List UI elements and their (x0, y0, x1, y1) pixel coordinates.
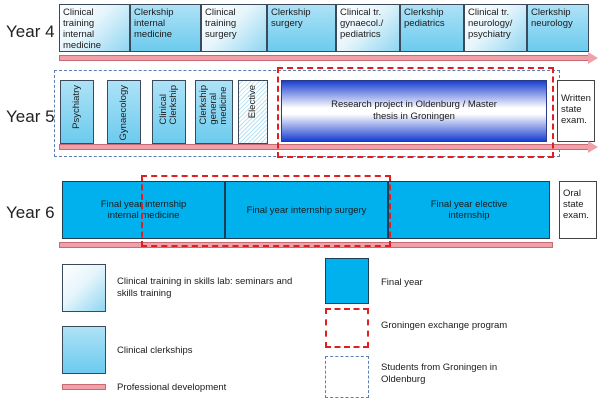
arrow-right-icon (588, 141, 598, 153)
clinical-training-internal-medicine: Clinical training internal medicine (59, 4, 130, 52)
year5-label: Year 5 (6, 107, 55, 126)
clerkship-surgery: Clerkship surgery (267, 4, 336, 52)
clinical-training-neurology-psychiatry: Clinical tr. neurology/ psychiatry (464, 4, 527, 52)
year4-label: Year 4 (6, 22, 55, 41)
final-year-surgery: Final year internship surgery (225, 181, 388, 239)
legend-training-label: Clinical training in skills lab: seminar… (117, 276, 293, 299)
final-year-internal-medicine-label: Final year internship internal medicine (100, 199, 187, 221)
legend-professional-swatch (62, 384, 106, 390)
clerkship-psychiatry: Psychiatry (60, 80, 94, 144)
clinical-training-surgery: Clinical training surgery (201, 4, 267, 52)
clerkship-pediatrics: Clerkship pediatrics (400, 4, 464, 52)
groningen-exchange-region-year5 (277, 67, 554, 158)
final-year-elective: Final year elective internship (388, 181, 550, 239)
legend-final-year-label: Final year (381, 277, 423, 288)
groningen-exchange-region-year6 (141, 175, 391, 247)
arrow-right-icon (588, 52, 598, 64)
legend-students-swatch (325, 356, 369, 398)
psychiatry-label: Psychiatry (71, 85, 82, 129)
research-project: Research project in Oldenburg / Master t… (281, 80, 547, 142)
elective: Elective (238, 80, 268, 144)
final-year-internal-medicine: Final year internship internal medicine (62, 181, 225, 239)
legend-final-year-swatch (325, 258, 369, 304)
year6-label: Year 6 (6, 203, 55, 222)
oral-state-exam: Oral state exam. (559, 181, 597, 239)
legend-training-swatch (62, 264, 106, 312)
elective-label: Elective (247, 85, 258, 119)
clinical-clerkship: Clinical Clerkship (152, 80, 186, 144)
clerkship-general-medicine: Clerkship general medicine (195, 80, 233, 144)
clerkship-gynaecology: Gynaecology (107, 80, 141, 144)
legend-clerkships-label: Clinical clerkships (117, 345, 193, 356)
written-state-exam: Written state exam. (557, 80, 595, 142)
legend-exchange-swatch (325, 308, 369, 348)
clerkship-internal-medicine: Clerkship internal medicine (130, 4, 201, 52)
legend-exchange-label: Groningen exchange program (381, 320, 508, 331)
final-year-elective-label: Final year elective internship (430, 199, 508, 221)
final-year-surgery-label: Final year internship surgery (246, 204, 367, 216)
gynaecology-label: Gynaecology (118, 85, 129, 141)
legend-students-label: Students from Groningen in Oldenburg (381, 362, 498, 385)
research-project-label: Research project in Oldenburg / Master t… (331, 99, 497, 122)
clinical-training-gynaecology-pediatrics: Clinical tr. gynaecol./ pediatrics (336, 4, 400, 52)
legend-clerkships-swatch (62, 326, 106, 374)
legend-professional-label: Professional development (117, 382, 227, 393)
professional-development-bar-year4 (59, 55, 589, 61)
clinical-clerkship-label: Clinical Clerkship (158, 85, 179, 125)
clerkship-neurology: Clerkship neurology (527, 4, 589, 52)
clerkship-general-medicine-label: Clerkship general medicine (198, 85, 229, 125)
